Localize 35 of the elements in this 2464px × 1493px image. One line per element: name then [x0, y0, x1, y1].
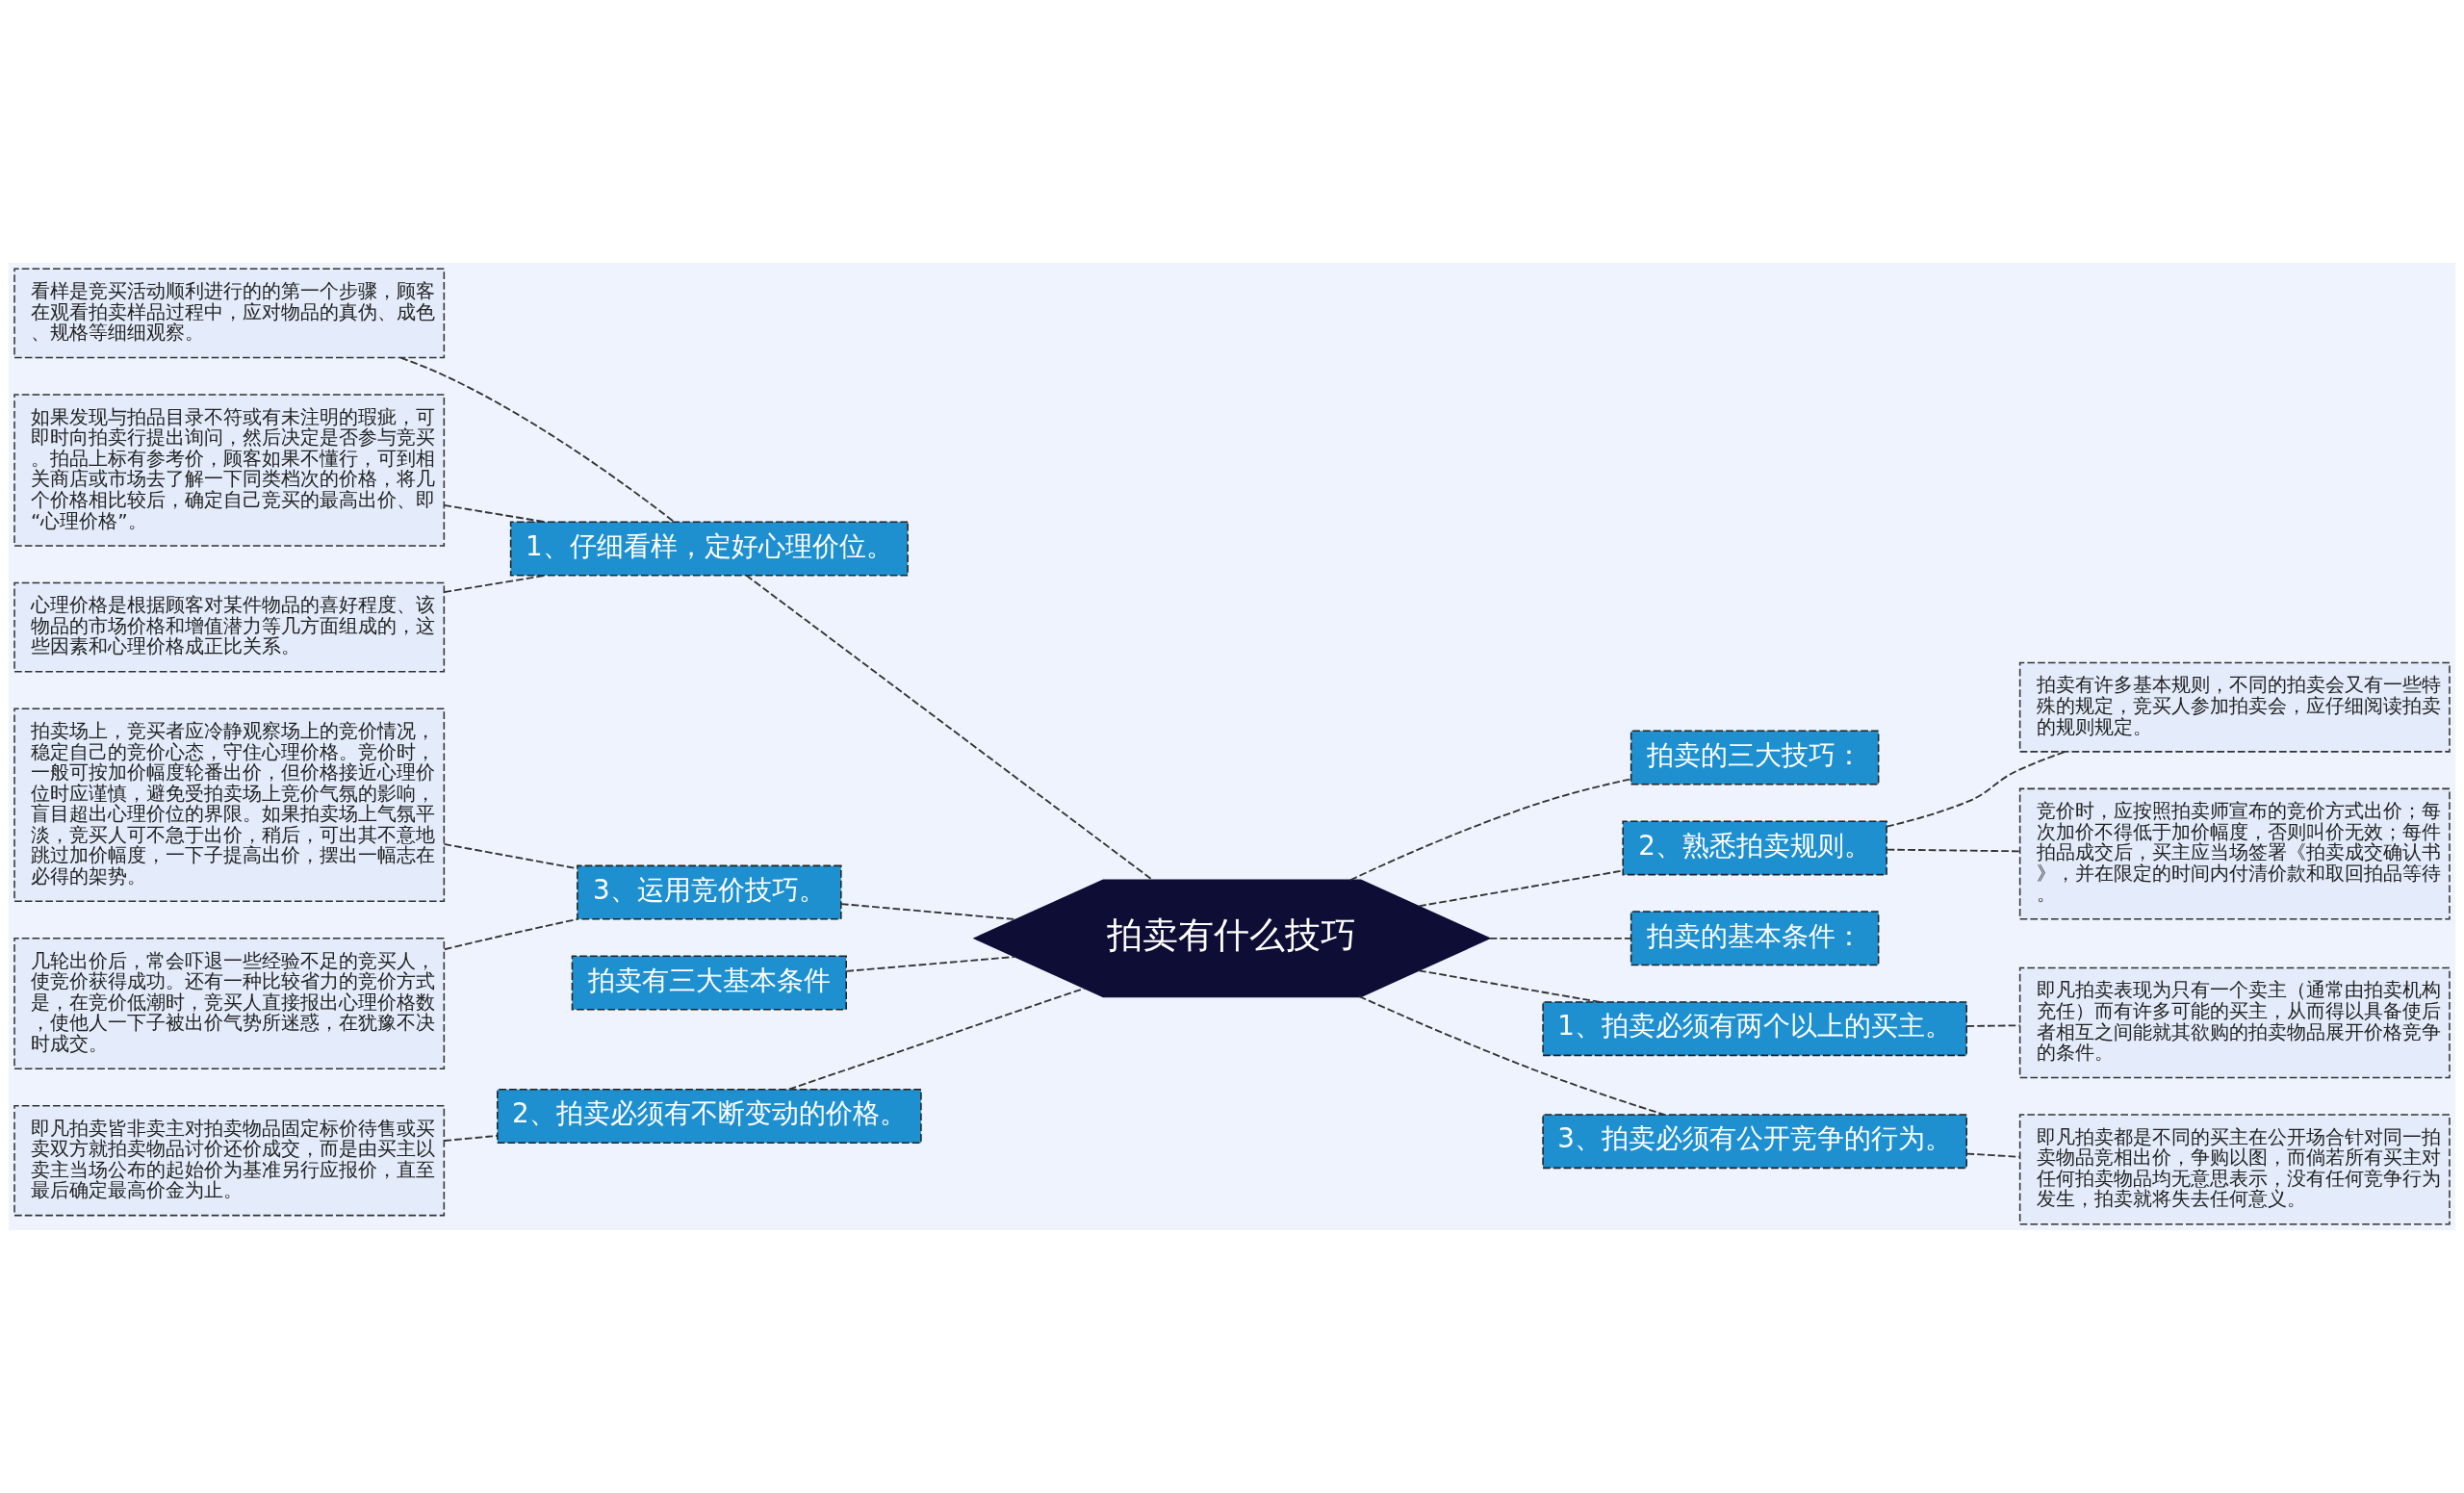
node-box: 3、拍卖必须有公开竞争的行为。: [1542, 1114, 1967, 1170]
node-box: 1、拍卖必须有两个以上的买主。: [1542, 1001, 1967, 1057]
connector: [1348, 778, 1632, 882]
connector: [1965, 1152, 2021, 1158]
connector: [1418, 969, 1601, 1003]
connector: [443, 917, 578, 951]
connector: [443, 1134, 499, 1142]
node-box: 拍卖有三大基本条件: [571, 955, 847, 1011]
node-box: 看样是竞买活动顺利进行的的第一个步骤，顾客在观看拍卖样品过程中，应对物品的真伪、成色、规格等细细观察。: [13, 268, 446, 359]
connector: [443, 504, 547, 524]
node-box: 如果发现与拍品目录不符或有未注明的瑕疵，可即时向拍卖行提出询问，然后决定是否参与竞买。拍品上标有参考价，顾客如果不懂行，可到相关商店或市场去了解一下同类档次的价格，将几个价格相比较后，确定自己竞买的最高出价、即“心理价格”。: [13, 394, 446, 547]
connector: [1358, 995, 1665, 1116]
node-box: 即凡拍卖皆非卖主对拍卖物品固定标价待售或买卖双方就拍卖物品讨价还价成交，而是由买主以卖主当场公布的起始价为基准另行应报价，直至最后确定最高价金为止。: [13, 1104, 446, 1217]
node-box: 拍卖的基本条件：: [1630, 911, 1880, 966]
connector: [787, 987, 1086, 1091]
node-box: 即凡拍卖都是不同的买主在公开场合针对同一拍卖物品竞相出价，争购以图，而倘若所有买主对任何拍卖物品均无意思表示，没有任何竞争行为发生，拍卖就将失去任何意义。: [2018, 1114, 2451, 1225]
connector: [1886, 848, 2021, 853]
node-box: 几轮出价后，常会吓退一些经验不足的竞买人，使竞价获得成功。还有一种比较省力的竞价方式是，在竞价低潮时，竞买人直接报出心理价格数，使他人一下子被出价气势所迷惑，在犹豫不决时成交。: [13, 938, 446, 1069]
connector: [1488, 937, 1632, 940]
connector: [745, 574, 1154, 882]
connector: [443, 843, 578, 870]
node-box: 竞价时，应按照拍卖师宣布的竞价方式出价；每次加价不得低于加价幅度，否则叫价无效；每件拍品成交后，买主应当场签署《拍卖成交确认书》，并在限定的时间内付清价款和取回拍品等待。: [2018, 787, 2451, 920]
node-box: 拍卖的三大技巧：: [1630, 730, 1880, 785]
connector: [1418, 869, 1624, 908]
node-box: 2、拍卖必须有不断变动的价格。: [497, 1089, 922, 1144]
connector: [1965, 1024, 2021, 1027]
node-box: 心理价格是根据顾客对某件物品的喜好程度、该物品的市场价格和增值潜力等几方面组成的，这些因素和心理价格成正比关系。: [13, 581, 446, 673]
node-box: 即凡拍卖表现为只有一个卖主（通常由拍卖机构充任）而有许多可能的买主，从而得以具备使后者相互之间能就其欲购的拍卖物品展开价格竞争的条件。: [2018, 966, 2451, 1079]
node-box: 2、熟悉拍卖规则。: [1622, 820, 1887, 876]
connector: [443, 574, 547, 594]
node-box: 拍卖有许多基本规则，不同的拍卖会又有一些特殊的规定，竞买人参加拍卖会，应仔细阅读拍卖的规则规定。: [2018, 661, 2451, 753]
node-box: 1、仔细看样，定好心理价位。: [509, 521, 909, 577]
node-box: 拍卖场上，竞买者应冷静观察场上的竞价情况，稳定自己的竞价心态，守住心理价格。竞价时，一般可按加价幅度轮番出价，但价格接近心理价位时应谨慎，避免受拍卖场上竞价气氛的影响，盲目超出心理价位的界限。如果拍卖场上气氛平淡，竞买人可不急于出价，稍后，可出其不意地跳过加价幅度，一下子提高出价，摆出一幅志在必得的架势。: [13, 708, 446, 903]
connector: [845, 956, 1016, 972]
node-box: 3、运用竞价技巧。: [577, 864, 842, 920]
